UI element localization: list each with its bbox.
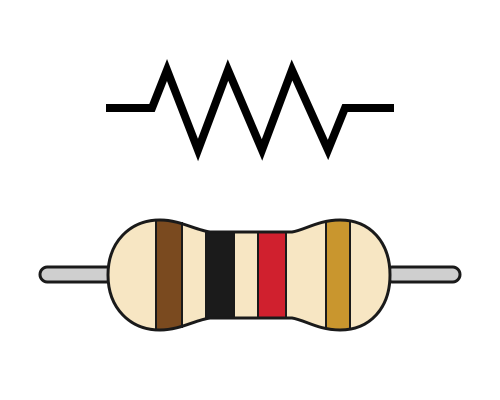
color-band-black	[206, 220, 234, 330]
right-lead	[383, 265, 462, 284]
left-lead	[38, 265, 117, 284]
color-band-red	[258, 220, 286, 330]
resistor-symbol	[106, 59, 394, 162]
color-band-gold	[326, 220, 350, 330]
color-band-brown	[156, 220, 182, 330]
resistor-body	[106, 218, 392, 332]
